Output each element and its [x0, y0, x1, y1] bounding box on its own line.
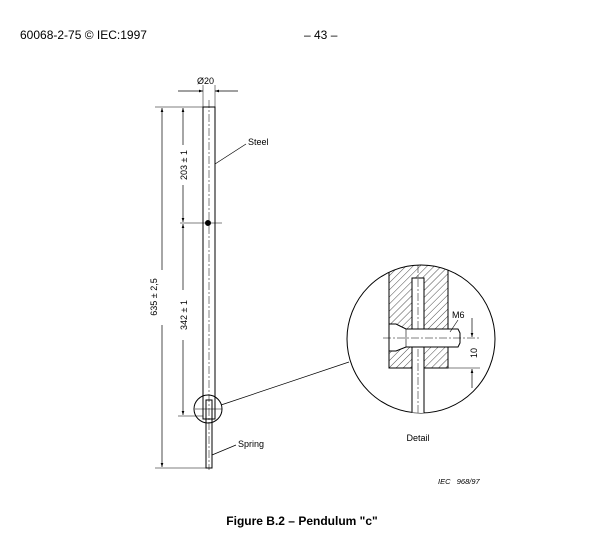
detail-dimension-label: 10	[469, 348, 479, 358]
document-reference: 60068-2-75 © IEC:1997	[20, 28, 147, 42]
spring	[205, 399, 213, 469]
overall-length-label: 635 ± 2,5	[149, 278, 159, 315]
m6-label: M6	[452, 310, 465, 320]
m6-screw	[388, 323, 461, 352]
diameter-label: Ø20	[197, 76, 214, 86]
upper-length-label: 203 ± 1	[179, 150, 189, 180]
detail-label: Detail	[406, 433, 429, 443]
lower-length-label: 342 ± 1	[179, 300, 189, 330]
page-number: – 43 –	[304, 28, 338, 42]
figure-caption: Figure B.2 – Pendulum "c"	[226, 514, 378, 528]
figure-reference: IEC 968/97	[438, 477, 481, 486]
spring-label: Spring	[238, 439, 264, 449]
steel-label: Steel	[248, 137, 269, 147]
